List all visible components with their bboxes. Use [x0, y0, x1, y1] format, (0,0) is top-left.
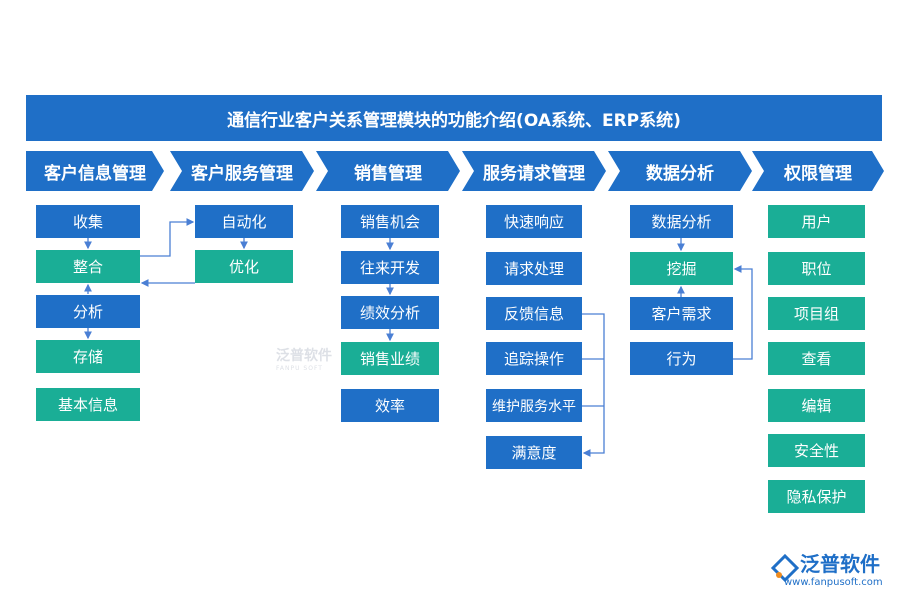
node-user: 用户	[768, 205, 865, 238]
node-automation: 自动化	[195, 205, 293, 238]
header-data-analysis: 数据分析	[608, 151, 752, 191]
header-customer-service: 客户服务管理	[170, 151, 314, 191]
node-view: 查看	[768, 342, 865, 375]
node-edit: 编辑	[768, 389, 865, 422]
header-customer-info: 客户信息管理	[26, 151, 164, 191]
center-watermark: 泛普软件 FANPU SOFT	[276, 345, 332, 372]
node-customer-needs: 客户需求	[630, 297, 733, 330]
node-position: 职位	[768, 252, 865, 285]
node-analyze: 分析	[36, 295, 140, 328]
node-behavior: 行为	[630, 342, 733, 375]
node-collect: 收集	[36, 205, 140, 238]
header-sales: 销售管理	[316, 151, 460, 191]
node-efficiency: 效率	[341, 389, 439, 422]
node-sales-opportunity: 销售机会	[341, 205, 439, 238]
diagram-title: 通信行业客户关系管理模块的功能介绍(OA系统、ERP系统)	[26, 95, 882, 141]
node-basic-info: 基本信息	[36, 388, 140, 421]
center-watermark-text: 泛普软件	[276, 348, 332, 364]
fanpu-logo: 泛普软件 www.fanpusoft.com	[770, 552, 883, 588]
node-development: 往来开发	[341, 251, 439, 284]
node-satisfaction: 满意度	[486, 436, 582, 469]
node-sales-results: 销售业绩	[341, 342, 439, 375]
logo-brand: 泛普软件	[800, 552, 880, 576]
node-project-group: 项目组	[768, 297, 865, 330]
node-tracking: 追踪操作	[486, 342, 582, 375]
fanpu-logo-icon	[770, 553, 800, 583]
node-data-analysis: 数据分析	[630, 205, 733, 238]
node-optimize: 优化	[195, 250, 293, 283]
node-performance-analysis: 绩效分析	[341, 296, 439, 329]
node-security: 安全性	[768, 434, 865, 467]
node-privacy: 隐私保护	[768, 480, 865, 513]
logo-url: www.fanpusoft.com	[784, 577, 883, 588]
center-watermark-sub: FANPU SOFT	[276, 365, 323, 372]
node-quick-response: 快速响应	[486, 205, 582, 238]
node-request-handling: 请求处理	[486, 252, 582, 285]
node-integrate: 整合	[36, 250, 140, 283]
header-permission: 权限管理	[752, 151, 884, 191]
node-mining: 挖掘	[630, 252, 733, 285]
header-service-request: 服务请求管理	[462, 151, 606, 191]
node-service-level: 维护服务水平	[486, 389, 582, 422]
node-store: 存储	[36, 340, 140, 373]
node-feedback: 反馈信息	[486, 297, 582, 330]
